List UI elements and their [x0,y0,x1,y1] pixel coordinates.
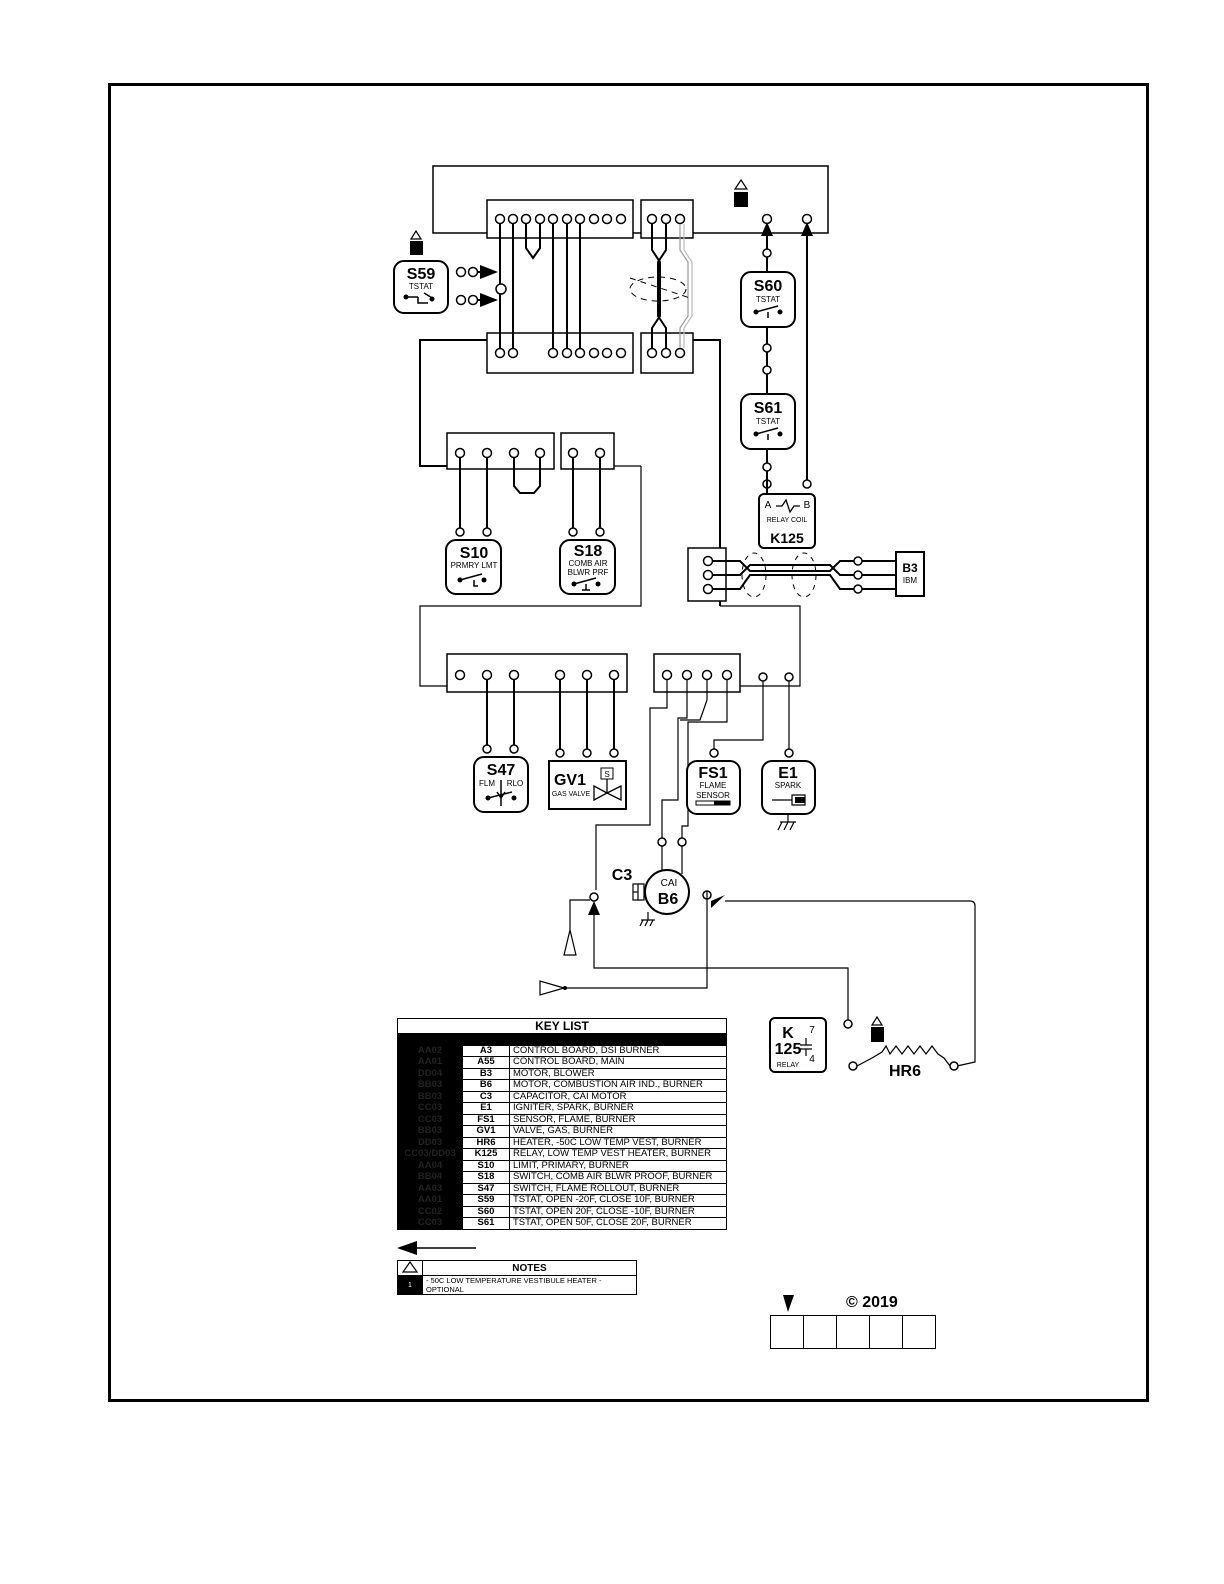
svg-text:FLM: FLM [479,779,495,788]
note-triangle-icon [397,1260,423,1276]
k125-desc: RELAY COIL [767,517,808,524]
b6-label: B6 [658,891,679,908]
s61-desc: TSTAT [756,417,780,426]
s61-thermostat: S61 TSTAT [740,393,796,450]
revision-cell [837,1316,870,1348]
b3-blower-motor: B3 IBM [895,551,925,597]
e1-spark-igniter: E1 SPARK [761,760,816,831]
drawing-border [108,83,1149,1402]
gv1-label: GV1 [554,772,586,789]
notes-title: NOTES [422,1260,637,1276]
revision-cell [870,1316,903,1348]
revision-marker-icon [783,1295,794,1312]
hr6-heater: HR6 [848,1015,959,1080]
fs1-flame-sensor: FS1 FLAME SENSOR [686,760,741,815]
b6-cai-motor: CAI B6 [639,869,690,927]
svg-text:RELAY: RELAY [777,1062,800,1069]
k125-relay-contacts: K 125 7 4 RELAY [769,1017,827,1073]
revision-cell [771,1316,804,1348]
s59-label: S59 [407,266,436,283]
s10-desc: PRMRY LMT [451,561,498,570]
revision-cells [770,1315,936,1349]
svg-text:A: A [765,500,772,511]
s18-comb-air-blower-proof: S18 COMB AIR BLWR PRF [559,539,616,595]
b3-wires [713,552,896,598]
e1-label: E1 [778,765,798,782]
s18-label: S18 [574,543,603,560]
copyright-text: © 2019 [846,1294,898,1311]
svg-text:S: S [604,770,609,779]
notes-table: NOTES 1 - 50C LOW TEMPERATURE VESTIBULE … [397,1260,637,1295]
c3-capacitor: C3 [612,867,645,901]
b6-desc: CAI [661,878,678,889]
b3-label: B3 [902,561,918,575]
s60-chain-wires [761,222,813,494]
connector-a3-left [446,653,628,693]
bottom-loop-wires [539,890,976,1067]
svg-text:K: K [782,1025,794,1042]
fs1-label: FS1 [698,765,727,782]
control-board-main [432,165,829,239]
lower-wires [482,680,794,890]
svg-text:125: 125 [775,1041,802,1058]
s47-flame-rollout: S47 FLM RLO [473,756,529,813]
s60-thermostat: S60 TSTAT [740,271,796,328]
hr6-label: HR6 [889,1063,921,1080]
s60-desc: TSTAT [756,295,780,304]
key-list-table: KEY LIST LOCATION COMPONENT DESCRIPTION … [397,1018,727,1230]
gv1-gas-valve: GV1 GAS VALVE S [548,760,627,810]
revision-cell [804,1316,837,1348]
svg-text:7: 7 [809,1025,815,1036]
left-loop-wires [419,339,801,687]
svg-text:RLO: RLO [507,779,523,788]
legend-arrow-icon [397,1241,476,1255]
connector-top-left-terminals [494,213,627,225]
e1-desc: SPARK [775,781,802,790]
s10-primary-limit: S10 PRMRY LMT [445,539,502,595]
svg-text:SENSOR: SENSOR [696,791,730,800]
s10-label: S10 [460,545,489,562]
note-item: 1 - 50C LOW TEMPERATURE VESTIBULE HEATER… [397,1275,637,1295]
note-marker-1-icon [733,178,749,207]
c3-label: C3 [612,867,633,884]
gv1-desc: GAS VALVE [552,791,591,798]
b3-desc: IBM [903,576,918,585]
key-list-header-location: LOCATION [397,1033,463,1046]
s61-label: S61 [754,400,783,417]
svg-text:4: 4 [809,1054,815,1065]
k125-label: K125 [770,530,804,546]
key-list-title: KEY LIST [397,1018,727,1034]
s60-label: S60 [754,278,783,295]
key-list-header-description: COMPONENT DESCRIPTION [462,1033,727,1046]
s47-label: S47 [487,762,516,779]
svg-text:BLWR PRF: BLWR PRF [568,568,609,577]
svg-text:FLAME: FLAME [700,781,727,790]
svg-text:COMB AIR: COMB AIR [568,559,607,568]
k125-relay-coil: A B RELAY COIL K125 [758,493,816,549]
s59-desc: TSTAT [409,282,433,291]
inter-board-wires [499,224,693,348]
s59-thermostat: S59 TSTAT [393,260,449,314]
svg-text:B: B [804,500,811,511]
note-marker-s59-icon [409,229,423,255]
revision-cell [903,1316,935,1348]
